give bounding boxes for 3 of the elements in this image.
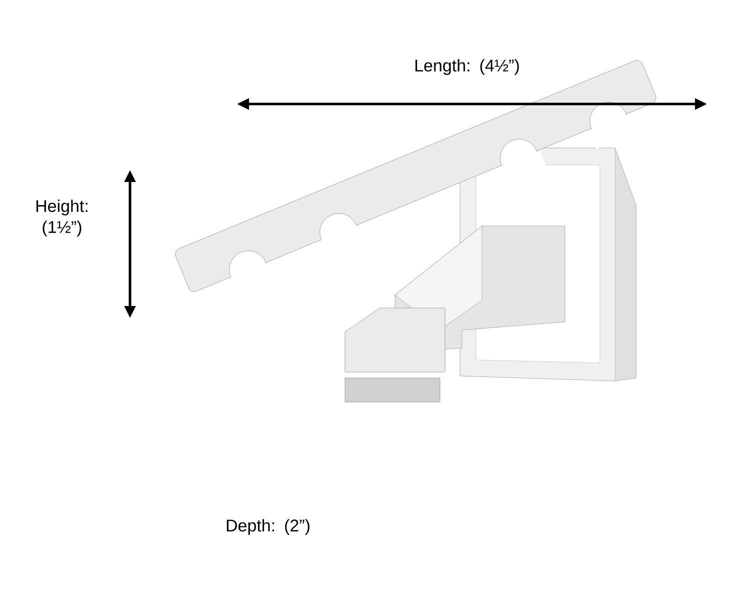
dimension-label: Height: (1½”)	[36, 200, 88, 236]
dimension-label: Depth: (2”)	[226, 519, 310, 535]
dimension-label: Length: (4½”)	[415, 59, 519, 75]
